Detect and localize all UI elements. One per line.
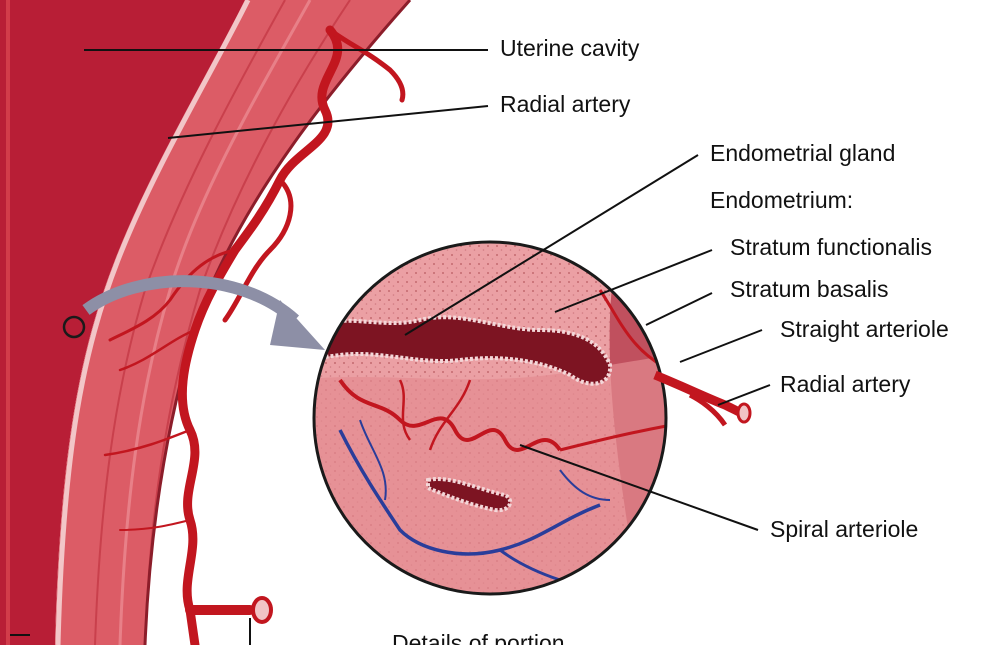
label-spiral-arteriole: Spiral arteriole bbox=[770, 518, 918, 541]
magnified-circle bbox=[300, 240, 720, 620]
label-radial-artery-right: Radial artery bbox=[780, 373, 910, 396]
label-stratum-basalis: Stratum basalis bbox=[730, 278, 889, 301]
caption-details: Details of portion bbox=[392, 632, 565, 645]
radial-artery-right bbox=[655, 375, 750, 425]
label-stratum-functionalis: Stratum functionalis bbox=[730, 236, 932, 259]
label-endometrial-gland: Endometrial gland bbox=[710, 142, 895, 165]
label-uterine-cavity: Uterine cavity bbox=[500, 37, 639, 60]
label-straight-arteriole: Straight arteriole bbox=[780, 318, 949, 341]
label-radial-artery-top: Radial artery bbox=[500, 93, 630, 116]
label-endometrium: Endometrium: bbox=[710, 189, 853, 212]
